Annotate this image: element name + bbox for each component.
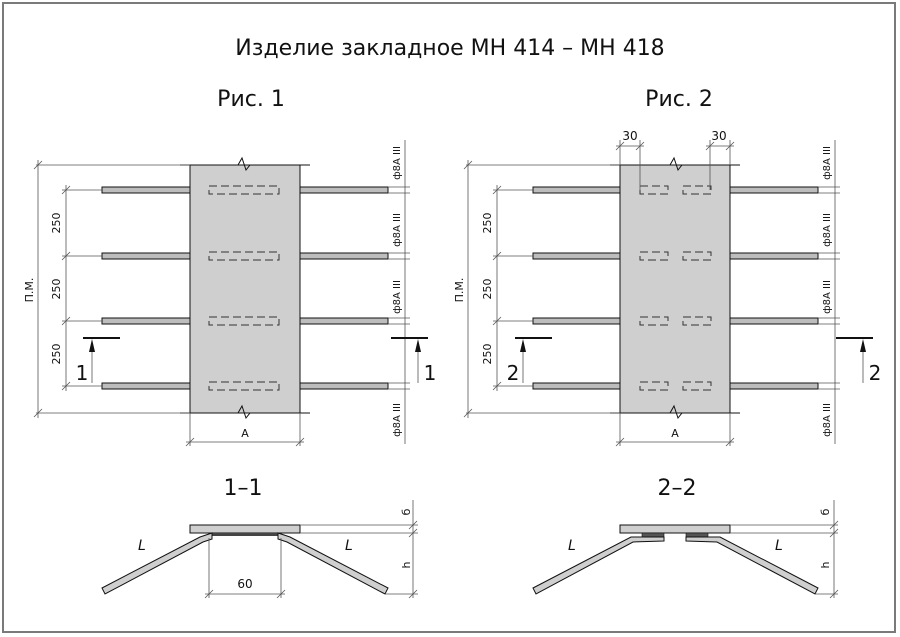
weld-right [685, 532, 709, 538]
spacing-3: 250 [481, 344, 494, 365]
bar-spec-4: ф8A III [392, 403, 403, 437]
weld [212, 533, 278, 536]
break-line-top [610, 156, 740, 172]
figure-2-label: Рис. 2 [645, 87, 713, 112]
section-1-label: 1–1 [224, 476, 263, 501]
embedded-plate [189, 164, 301, 414]
svg-text:1: 1 [76, 361, 89, 385]
bar-length-right: L [345, 538, 353, 554]
bar-spec-1: ф8A III [392, 146, 403, 180]
width-dimension [615, 413, 735, 447]
anchor-bar-right [685, 536, 819, 595]
height-label: h [819, 561, 832, 568]
bar-length-left: L [568, 538, 576, 554]
anchor-bar-right [277, 532, 389, 595]
dimension-lines-left [463, 160, 620, 418]
break-line-bottom [180, 404, 310, 420]
hidden-welds [208, 185, 280, 391]
plate-thickness-label: б [400, 508, 413, 515]
weld-left [641, 532, 665, 538]
section-2-2: 2–2 L L б h [532, 476, 839, 599]
svg-text:2: 2 [507, 361, 520, 385]
svg-text:1: 1 [424, 361, 437, 385]
bar-length-right: L [775, 538, 783, 554]
edge-offset-left: 30 [622, 129, 637, 143]
weld-length-label: 60 [237, 577, 252, 591]
spacing-1: 250 [50, 213, 63, 234]
section-dimensions [730, 500, 839, 599]
bar-spec-dimensions [818, 140, 840, 444]
width-dimension [185, 413, 305, 447]
bar-spec-dimensions [388, 140, 410, 444]
bar-spec-3: ф8A III [822, 280, 833, 314]
dimension-lines-left [33, 160, 190, 418]
spacing-1: 250 [481, 213, 494, 234]
edge-offset-right: 30 [711, 129, 726, 143]
figure-1: Рис. 1 [23, 87, 437, 447]
bar-spec-2: ф8A III [822, 213, 833, 247]
width-label: A [671, 427, 679, 440]
height-label: h [400, 561, 413, 568]
svg-text:2: 2 [869, 361, 882, 385]
bar-spec-1: ф8A III [822, 146, 833, 180]
bar-length-left: L [138, 538, 146, 554]
plate-section [619, 524, 731, 534]
anchor-bar-left [101, 532, 213, 595]
plate-thickness-label: б [819, 508, 832, 515]
section-mark-right: 1 [391, 337, 437, 385]
anchor-bar-left [532, 536, 665, 595]
section-2-label: 2–2 [658, 476, 697, 501]
plate-section [189, 524, 301, 534]
section-1-1: 1–1 L L б h 60 [101, 476, 418, 599]
width-label: A [241, 427, 249, 440]
spacing-2: 250 [481, 279, 494, 300]
bar-spec-2: ф8A III [392, 213, 403, 247]
overall-length-label: П.М. [23, 278, 36, 303]
section-mark-left: 2 [507, 337, 552, 385]
anchor-bars [532, 186, 819, 390]
section-dimensions [204, 500, 418, 599]
bar-spec-4: ф8A III [822, 403, 833, 437]
edge-offset-dimensions [615, 140, 735, 190]
spacing-2: 250 [50, 279, 63, 300]
section-mark-right: 2 [836, 337, 882, 385]
figure-1-label: Рис. 1 [217, 87, 285, 112]
drawing-title: Изделие закладное МН 414 – МН 418 [235, 36, 664, 61]
section-mark-left: 1 [76, 337, 120, 385]
overall-length-label: П.М. [453, 278, 466, 303]
spacing-3: 250 [50, 344, 63, 365]
figure-2: Рис. 2 30 30 [453, 87, 882, 447]
break-line-top [180, 156, 310, 172]
break-line-bottom [610, 404, 740, 420]
bar-spec-3: ф8A III [392, 280, 403, 314]
embedded-plate [619, 164, 731, 414]
